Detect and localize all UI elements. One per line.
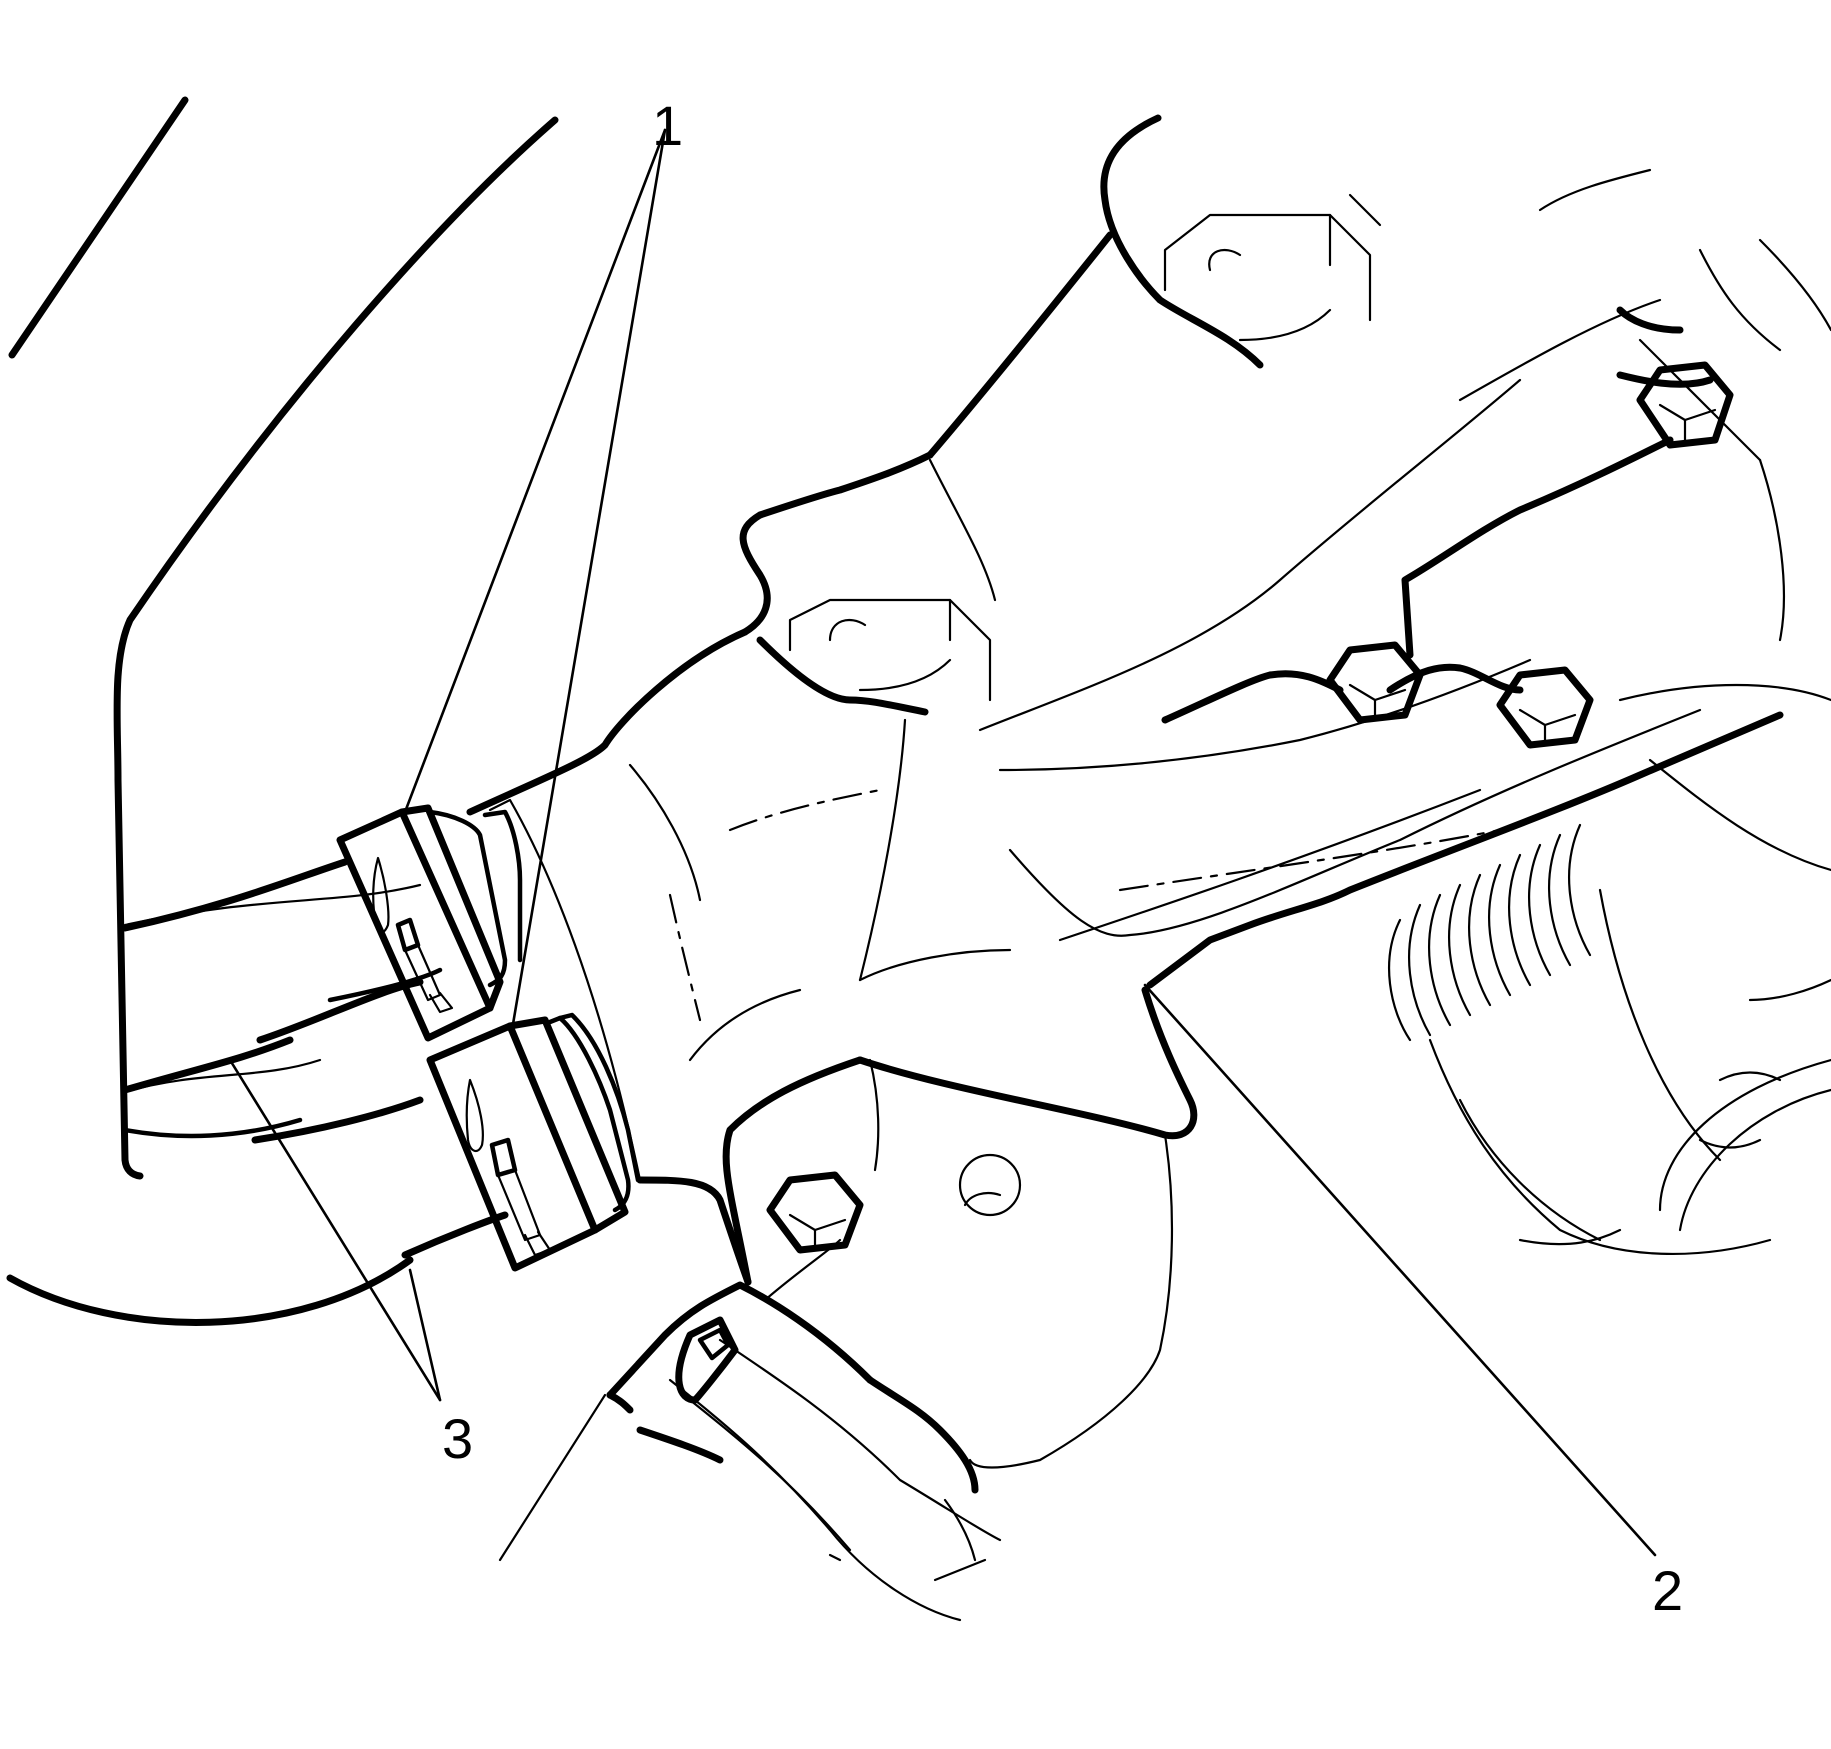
callout-1: 1 <box>652 94 683 157</box>
leader-3b <box>408 1268 442 1402</box>
bolt-middle-left <box>1326 641 1424 724</box>
thermostat-housing <box>466 628 1198 1469</box>
bolt-lower <box>766 1171 864 1254</box>
callout-3: 3 <box>442 1407 473 1470</box>
lower-outlet-hose <box>498 1281 1002 1622</box>
bolt-middle-right <box>1496 666 1594 749</box>
leader-1b <box>510 128 667 1032</box>
leader-3a <box>228 1058 442 1402</box>
bolts <box>766 361 1734 1254</box>
radiator-shroud <box>6 96 559 1326</box>
intake-manifold <box>978 168 1831 989</box>
leader-2 <box>1143 983 1657 1557</box>
bolt-upper-right <box>1636 361 1734 449</box>
crankshaft-pulley <box>1388 458 1831 1256</box>
leader-1a <box>403 128 667 814</box>
leader-lines <box>228 128 1657 1557</box>
mounting-ears <box>739 114 1382 716</box>
callout-labels: 1 2 3 <box>442 94 1683 1622</box>
hose-clamp-lower <box>426 1012 641 1272</box>
hose-clamp-upper <box>336 804 523 1042</box>
callout-2: 2 <box>1652 1559 1683 1622</box>
